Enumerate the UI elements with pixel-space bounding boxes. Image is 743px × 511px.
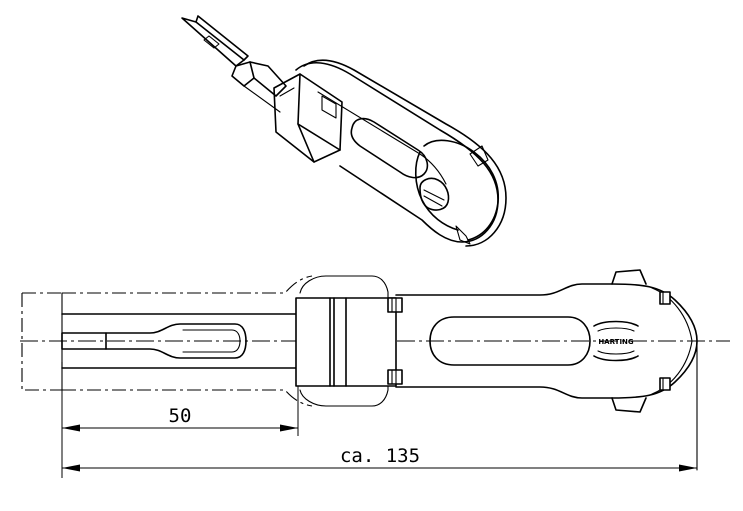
dimension-50: 50 (61, 386, 299, 478)
side-view: HARTING (20, 269, 730, 471)
phantom-outline (21, 275, 313, 407)
dimension-135: ca. 135 (62, 445, 697, 472)
dimension-label-135: ca. 135 (340, 445, 420, 467)
handle-slot (429, 316, 591, 366)
isometric-view (181, 15, 507, 247)
brand-badge: HARTING (593, 320, 639, 362)
blade (61, 323, 247, 359)
dimension-label-50: 50 (169, 405, 192, 427)
brand-label: HARTING (598, 338, 634, 346)
